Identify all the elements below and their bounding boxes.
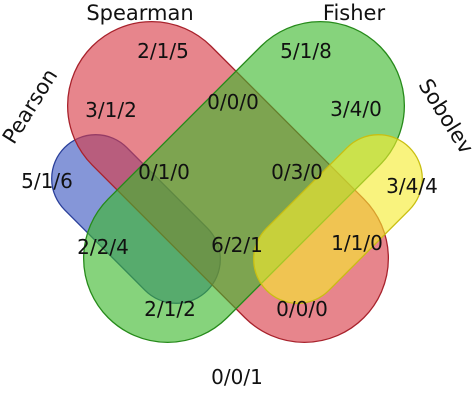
region-labels: 5/1/6 2/1/5 5/1/8 3/4/4 3/1/2 0/0/0 3/4/…	[21, 39, 438, 389]
region-sobolev: 3/4/4	[386, 174, 438, 198]
region-fisher-sobolev: 3/4/0	[330, 97, 382, 121]
region-pearson-fisher: 2/2/4	[77, 235, 129, 259]
region-pearson-spearman: 3/1/2	[85, 98, 137, 122]
region-pearson-spearman-sobolev: 0/0/0	[276, 297, 328, 321]
region-pearson-spearman-fisher: 0/1/0	[138, 160, 190, 184]
region-spearman-sobolev: 1/1/0	[331, 231, 383, 255]
set-label-spearman: Spearman	[86, 1, 193, 25]
set-label-fisher: Fisher	[323, 1, 386, 25]
region-spearman-fisher: 0/0/0	[207, 90, 259, 114]
set-shapes	[51, 20, 423, 344]
region-spearman-fisher-sobolev: 0/3/0	[271, 160, 323, 184]
region-pearson: 5/1/6	[21, 169, 73, 193]
set-label-sobolev: Sobolev	[414, 75, 474, 159]
region-all-four: 6/2/1	[211, 233, 263, 257]
region-fisher: 5/1/8	[280, 39, 332, 63]
region-pearson-fisher-sobolev: 2/1/2	[144, 297, 196, 321]
region-pearson-sobolev: 0/0/1	[211, 365, 263, 389]
set-shape-sobolev	[253, 134, 423, 304]
region-spearman: 2/1/5	[137, 39, 189, 63]
set-label-pearson: Pearson	[0, 65, 62, 148]
